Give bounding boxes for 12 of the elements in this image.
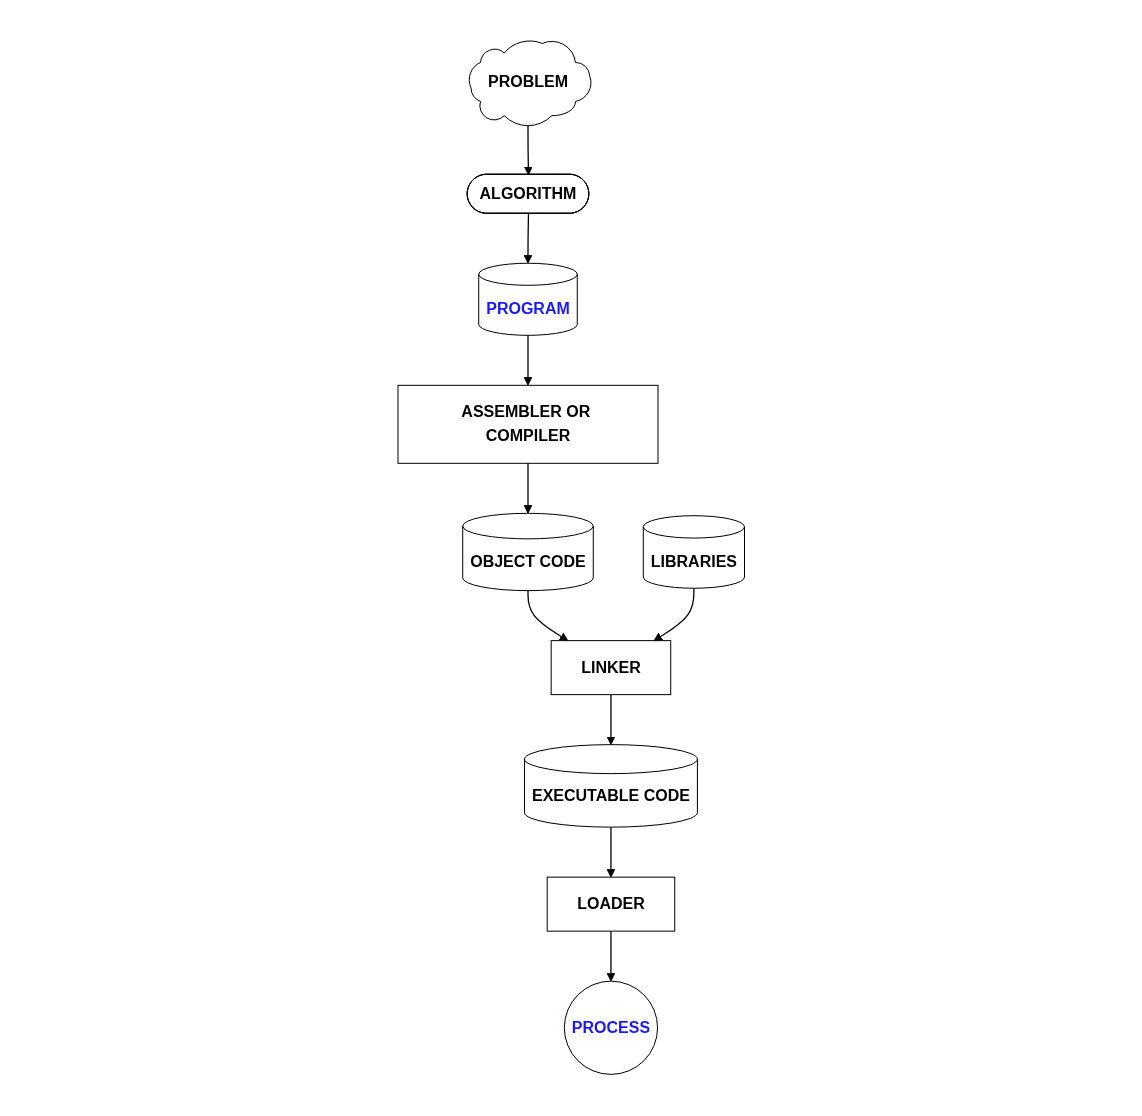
arrow (527, 590, 568, 642)
arrow (523, 462, 533, 514)
node-circle: PROCESS (563, 980, 658, 1076)
node-box: LOADER (546, 876, 675, 932)
node-box: LINKER (550, 640, 671, 696)
node-box: ASSEMBLER OR COMPILER (397, 385, 659, 465)
arrow (606, 930, 616, 982)
arrow (523, 213, 533, 264)
arrow (606, 826, 616, 878)
arrow (653, 587, 695, 642)
arrow (606, 694, 616, 746)
arrow (523, 334, 533, 386)
